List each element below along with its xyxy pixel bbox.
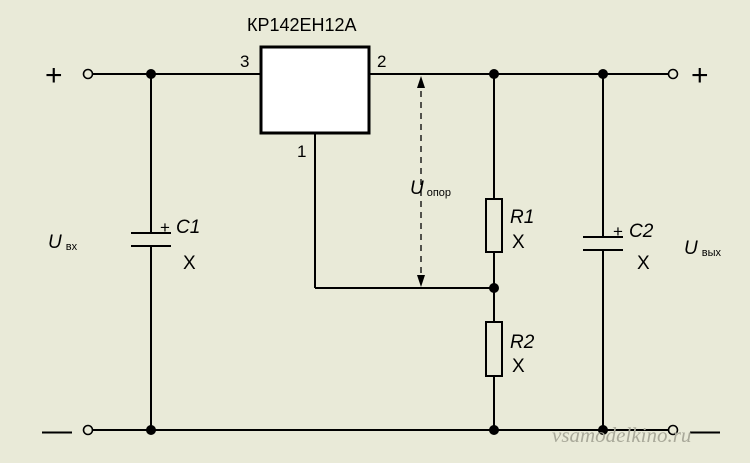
- r2-value: X: [512, 356, 525, 377]
- junction-dot: [146, 69, 156, 79]
- regulator-chip: [259, 45, 371, 135]
- ref-arrow-down-icon: [417, 275, 425, 287]
- junction-dot: [489, 69, 499, 79]
- ref-arrow-up-icon: [417, 76, 425, 88]
- junction-dot: [598, 69, 608, 79]
- junction-dot: [489, 283, 499, 293]
- r1-value: X: [512, 232, 525, 253]
- output-plus-terminal: [667, 68, 679, 80]
- input-plus-sign: +: [45, 59, 63, 92]
- junction-dot: [489, 425, 499, 435]
- input-plus-terminal: [82, 68, 94, 80]
- output-minus-terminal: [667, 424, 679, 436]
- c2-plus-sign: +: [613, 222, 623, 241]
- c2-value: X: [637, 253, 650, 274]
- output-plus-sign: +: [691, 59, 709, 92]
- r2-label: R2: [510, 332, 535, 353]
- input-minus-sign: —: [42, 414, 72, 447]
- resistor-r2: [485, 321, 503, 377]
- c2-label: C2: [629, 221, 654, 242]
- chip-name: КР142ЕН12А: [247, 15, 357, 35]
- chip-pin-adjust: 1: [297, 142, 306, 161]
- chip-pin-output: 2: [377, 52, 386, 71]
- input-minus-terminal: [82, 424, 94, 436]
- c1-label: C1: [176, 217, 200, 238]
- junction-dot: [598, 425, 608, 435]
- resistor-r1: [485, 198, 503, 253]
- c1-value: X: [183, 253, 196, 274]
- chip-pin-input: 3: [240, 52, 249, 71]
- r1-label: R1: [510, 207, 534, 228]
- output-minus-sign: —: [690, 414, 720, 447]
- watermark: vsamodelkino.ru: [552, 423, 691, 447]
- c1-plus-sign: +: [160, 218, 170, 237]
- junction-dot: [146, 425, 156, 435]
